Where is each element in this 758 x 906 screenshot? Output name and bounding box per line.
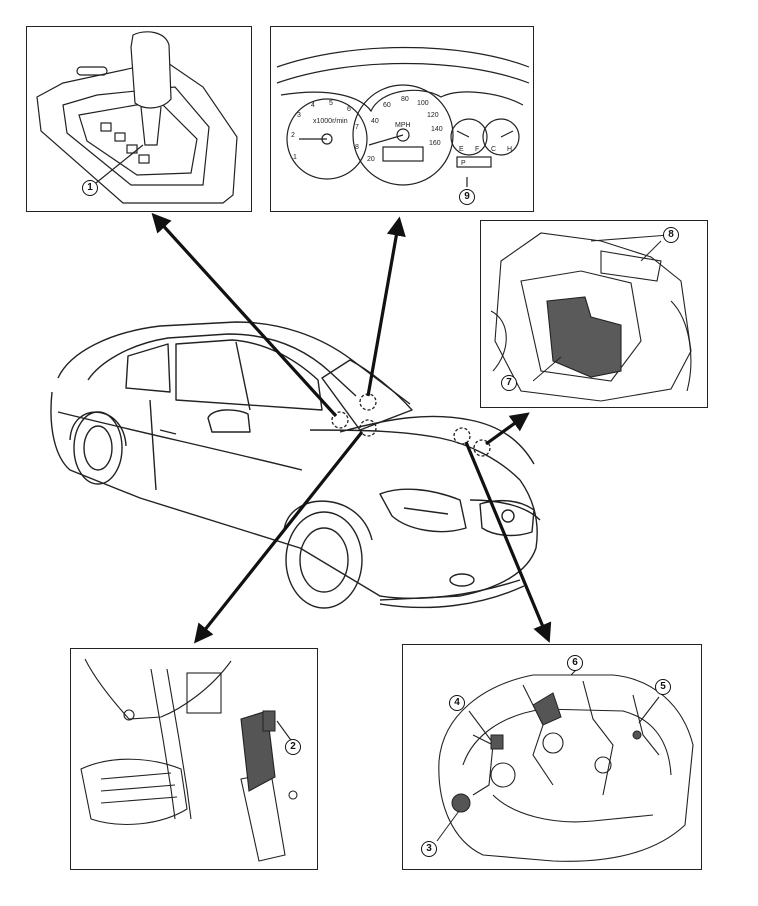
transaxle-panel: 3 4 5 6 [402, 644, 702, 870]
tach-tick-1: 1 [293, 154, 297, 161]
tcm-panel: 7 8 [480, 220, 708, 408]
tach-tick-3: 3 [297, 112, 301, 119]
speed-tick-160: 160 [429, 140, 441, 147]
temp-cold-label: C [491, 146, 496, 153]
callout-9: 9 [459, 189, 475, 205]
tach-tick-5: 5 [329, 100, 333, 107]
location-markers [331, 393, 491, 457]
callout-8: 8 [663, 227, 679, 243]
tcm-drawing [490, 232, 692, 402]
fuel-empty-label: E [459, 146, 464, 153]
speed-tick-40: 40 [371, 118, 379, 125]
tach-tick-6: 6 [347, 106, 351, 113]
callout-6: 6 [567, 655, 583, 671]
speed-unit-label: MPH [395, 122, 411, 129]
temp-hot-label: H [507, 146, 512, 153]
pedal-panel: 2 [70, 648, 318, 870]
shift-selector-panel: 1 [26, 26, 252, 212]
tach-tick-7: 7 [355, 124, 359, 131]
car-outline [50, 321, 541, 609]
shift-selector-drawing [36, 31, 238, 204]
transaxle-drawing [436, 666, 694, 862]
callout-1: 1 [82, 180, 98, 196]
speed-tick-140: 140 [431, 126, 443, 133]
callout-2: 2 [285, 739, 301, 755]
callout-7: 7 [501, 375, 517, 391]
shift-position-indicator: P [461, 160, 466, 167]
tach-tick-2: 2 [291, 132, 295, 139]
instrument-cluster-drawing: x1000r/min MPH 20 40 60 80 100 120 140 1… [276, 46, 530, 187]
pedal-drawing [80, 658, 298, 862]
tach-tick-4: 4 [311, 102, 315, 109]
speed-tick-100: 100 [417, 100, 429, 107]
fuel-full-label: F [475, 146, 479, 153]
speed-tick-80: 80 [401, 96, 409, 103]
instrument-cluster-panel: x1000r/min MPH 20 40 60 80 100 120 140 1… [270, 26, 534, 212]
callout-5: 5 [655, 679, 671, 695]
callout-3: 3 [421, 841, 437, 857]
speed-tick-20: 20 [367, 156, 375, 163]
tach-label: x1000r/min [313, 118, 348, 125]
tach-tick-8: 8 [355, 144, 359, 151]
callout-4: 4 [449, 695, 465, 711]
speed-tick-60: 60 [383, 102, 391, 109]
speed-tick-120: 120 [427, 112, 439, 119]
